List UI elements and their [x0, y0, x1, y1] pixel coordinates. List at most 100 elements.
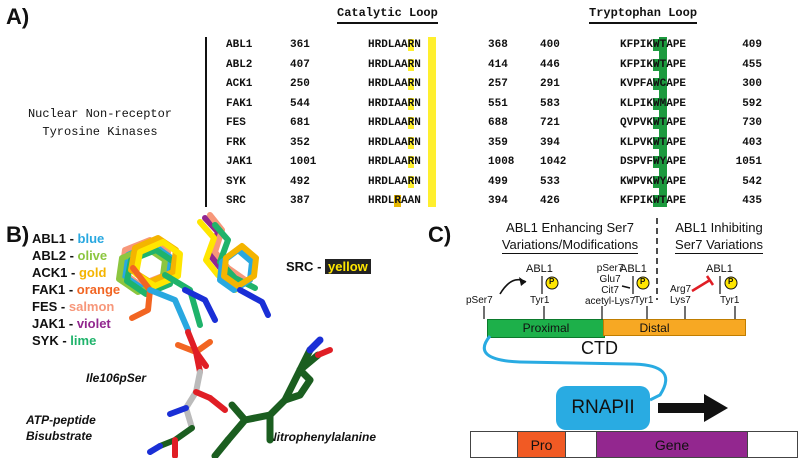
catalytic-sequence: HRDLAARN: [368, 78, 421, 90]
kinase-name: ABL1: [226, 39, 253, 51]
ile106pser-label: Ile106pSer: [86, 371, 147, 385]
cat-post: N: [414, 136, 421, 149]
trp-pre: KVPFA: [620, 78, 654, 90]
ctd-label: CTD: [581, 338, 618, 358]
right-mod-2: Lys7: [670, 295, 691, 306]
conserved-trp: W: [653, 175, 660, 188]
cat-start-number: 250: [290, 78, 310, 90]
cat-post: N: [414, 117, 421, 129]
conserved-arg: R: [407, 39, 415, 51]
inhibiting-header: ABL1 Inhibiting Ser7 Variations: [664, 219, 774, 254]
mid-mods: pSer7 Glu7 Cit7 acetyl-Lys7: [585, 263, 635, 307]
tryptophan-sequence: KLPIKWMAPE: [620, 97, 686, 110]
legend-kinase: ABL1: [32, 231, 66, 246]
panel-c-label: C): [428, 222, 452, 247]
trp-post: TAPE: [659, 58, 687, 71]
mid-mod-1: pSer7: [596, 263, 624, 274]
conserved-trp: W: [653, 136, 660, 149]
legend-color: gold: [78, 265, 107, 280]
cat-pre: HRDIAA: [368, 97, 408, 110]
conserved-arg: R: [407, 78, 415, 90]
src-label: SRC - yellow: [286, 259, 371, 274]
kinase-name: FRK: [226, 136, 246, 149]
trp-pre: KFPIK: [620, 195, 654, 207]
tryptophan-sequence: KFPIKWTAPE: [620, 195, 686, 207]
legend-color: orange: [76, 282, 121, 297]
right-tyr1: Tyr1: [720, 295, 740, 306]
atp-label-line2: Bisubstrate: [26, 429, 93, 443]
kinase-name: ABL2: [226, 58, 253, 71]
trp-end-number: 300: [742, 78, 762, 90]
cat-start-number: 492: [290, 175, 310, 188]
trp-post: TAPE: [659, 117, 687, 129]
cat-pre: HRDLAA: [368, 39, 408, 51]
legend-kinase: FES: [32, 299, 58, 314]
cat-start-number: 544: [290, 97, 310, 110]
trp-pre: QVPVK: [620, 117, 654, 129]
conserved-trp: W: [653, 156, 660, 168]
cat-start-number: 387: [290, 195, 310, 207]
tryptophan-sequence: KVPFAWCAPE: [620, 78, 686, 90]
panel-b-label: B): [6, 222, 30, 247]
trp-start-number: 400: [540, 39, 560, 51]
trp-start-number: 583: [540, 97, 560, 110]
transcription-arrow: [658, 394, 728, 422]
legend-item: ABL1 - blue: [32, 231, 105, 246]
cat-end-number: 257: [488, 78, 508, 90]
legend-item: SYK - lime: [32, 333, 97, 348]
legend-item: FES - salmon: [32, 299, 115, 314]
legend-kinase: SYK: [32, 333, 59, 348]
conserved-trp: W: [653, 97, 660, 110]
conserved-arg: R: [407, 58, 415, 71]
molecular-structure: [116, 212, 333, 458]
kinase-name: FES: [226, 117, 246, 129]
legend-item: ABL2 - olive: [32, 248, 108, 263]
side-label-line1: Nuclear Non-receptor: [27, 107, 173, 121]
tryptophan-sequence: KLPVKWTAPE: [620, 136, 686, 149]
cat-end-number: 551: [488, 97, 508, 110]
catalytic-highlight-column: [428, 37, 436, 207]
tryptophan-sequence: KWPVKWYAPE: [620, 175, 686, 188]
legend-color: blue: [77, 231, 105, 246]
abl1-label-right: ABL1: [706, 263, 733, 275]
legend-kinase: ACK1: [32, 265, 68, 280]
trp-start-number: 426: [540, 195, 560, 207]
nitrophenylalanine-label: Nitrophenylalanine: [268, 430, 377, 444]
trp-pre: KLPIK: [620, 97, 654, 110]
left-tyr1: Tyr1: [530, 295, 550, 306]
cat-post: N: [414, 175, 421, 188]
legend-color: violet: [76, 316, 111, 331]
inhibiting-line2: Ser7 Variations: [675, 237, 763, 254]
trp-post: TAPE: [659, 39, 687, 51]
table-divider: [205, 37, 207, 207]
trp-post: TAPE: [659, 195, 687, 207]
legend-item: JAK1 - violet: [32, 316, 111, 331]
conserved-arg: R: [394, 195, 402, 207]
cat-post: N: [414, 97, 421, 110]
conserved-trp: W: [653, 58, 660, 71]
src-kinase-name: SRC: [286, 259, 314, 274]
cat-post: AAN: [401, 195, 421, 207]
catalytic-sequence: HRDLRAAN: [368, 195, 421, 207]
atp-label-line1: ATP-peptide: [26, 413, 96, 427]
right-mod-1: Arg7: [670, 284, 692, 295]
cat-start-number: 361: [290, 39, 310, 51]
kinase-name: SRC: [226, 195, 246, 207]
cat-pre: HRDLAA: [368, 117, 408, 129]
trp-post: CAPE: [659, 78, 687, 90]
kinase-name: SYK: [226, 175, 246, 188]
cat-end-number: 394: [488, 195, 508, 207]
trp-pre: DSPVF: [620, 156, 654, 168]
conserved-arg: R: [407, 136, 415, 149]
tryptophan-sequence: QVPVKWTAPE: [620, 117, 686, 129]
cat-post: N: [414, 156, 421, 168]
nuclear-kinases-label: Nuclear Non-receptor Tyrosine Kinases: [2, 105, 198, 141]
cat-end-number: 359: [488, 136, 508, 149]
legend-kinase: FAK1: [32, 282, 66, 297]
tryptophan-sequence: DSPVFWYAPE: [620, 156, 686, 168]
kinase-name: ACK1: [226, 78, 253, 90]
mid-mod-2: Glu7: [599, 274, 621, 285]
trp-start-number: 291: [540, 78, 560, 90]
trp-start-number: 394: [540, 136, 560, 149]
